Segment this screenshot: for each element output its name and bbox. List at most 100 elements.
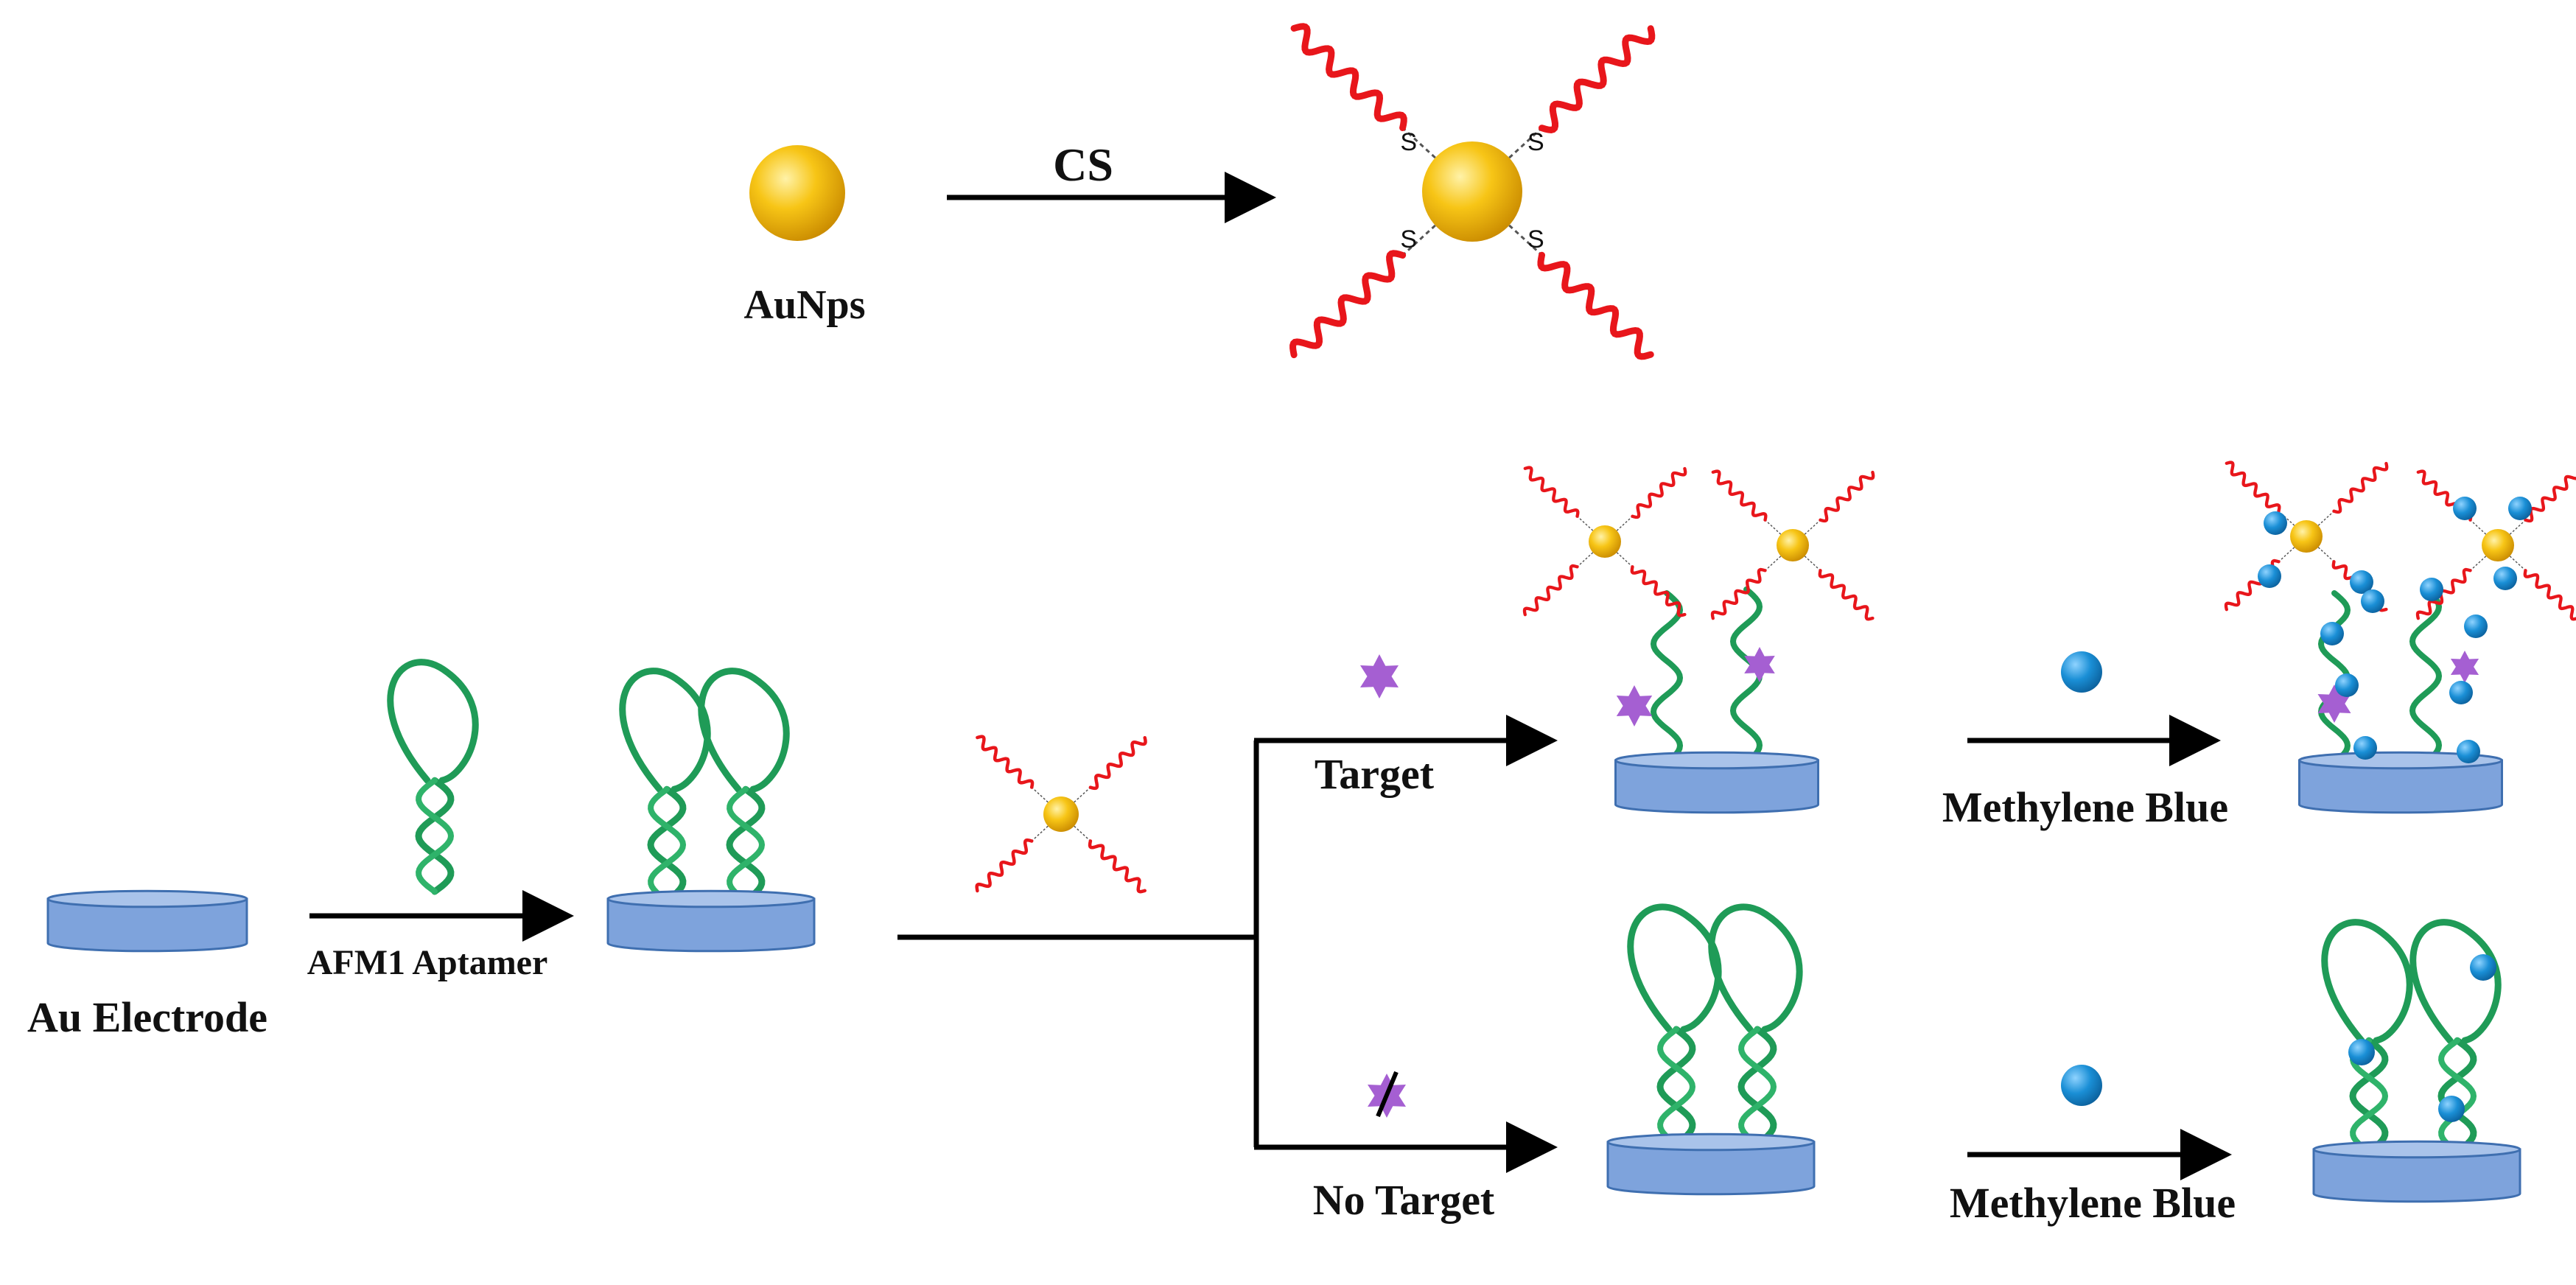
cs-strand: [2524, 475, 2576, 523]
electrode-body: [606, 897, 816, 953]
target-electrode-with-mb: [2224, 461, 2576, 814]
thiol-linker: [1401, 127, 1436, 159]
aunp-core: [1422, 141, 1522, 242]
thiol-linker: [1577, 516, 1594, 531]
thiol-linker: [1508, 224, 1543, 256]
aptamer-open-strand: [1729, 587, 1763, 766]
cs-strand: [1710, 567, 1767, 620]
afm1-target: [1744, 647, 1775, 682]
aptamer-strand: [1737, 1026, 1777, 1148]
cs-strand: [1631, 466, 1687, 519]
methylene-blue-dot: [2449, 681, 2473, 704]
thiol-linker: [2509, 519, 2526, 535]
aptamer-open-strand: [2409, 587, 2443, 766]
aptamer-strand: [648, 786, 687, 903]
methylene-blue-dot: [2258, 564, 2281, 588]
afm1-aptamer-label: AFM1 Aptamer: [307, 943, 548, 982]
target-star: [1360, 654, 1399, 698]
no-target-label: No Target: [1313, 1176, 1495, 1224]
electrode-top: [2298, 751, 2503, 770]
free-aptamer: [387, 659, 479, 895]
aptamer-loop: [387, 659, 479, 784]
methylene-blue-dot: [2453, 497, 2477, 520]
au-electrode-label: Au Electrode: [27, 993, 267, 1041]
thiol-linker: [1074, 787, 1091, 803]
cs-strand: [975, 838, 1034, 893]
aptamer-open-strand: [1650, 590, 1684, 766]
cs-strand: [1818, 569, 1875, 621]
thiol-linker: [1031, 825, 1049, 842]
no-target-star: [1368, 1071, 1406, 1118]
aunp-core: [1777, 529, 1809, 561]
thiol-linker: [1074, 825, 1091, 841]
methylene-blue-dot: [2264, 511, 2287, 535]
blocked-slash: [1376, 1071, 1399, 1118]
cs-strand: [1088, 735, 1147, 791]
methylene-blue-dot: [2353, 736, 2377, 760]
electrode-body: [2312, 1148, 2521, 1203]
electrode-body: [1606, 1141, 1816, 1196]
thiol-linker: [1031, 786, 1049, 803]
cs-strand: [2225, 461, 2281, 513]
cs-strand: [1537, 251, 1654, 360]
aptamer-loop: [1708, 903, 1803, 1033]
methylene-blue-dot: [2320, 622, 2344, 645]
aptamer-loop: [1627, 903, 1722, 1033]
thiol-linker: [2509, 556, 2526, 571]
aptamer-loop: [2409, 919, 2502, 1044]
aunp-cs-conjugate: S S S S: [1289, 23, 1656, 360]
target-bound-electrode: [1522, 466, 1875, 814]
aptamer-strand: [2437, 1037, 2477, 1155]
cs-strand: [1630, 565, 1687, 617]
thiol-linker: [2317, 547, 2334, 562]
afm1-target-star: [1360, 654, 1399, 698]
cs-strand: [1289, 250, 1407, 359]
au-electrode: [46, 889, 248, 953]
electrode-top: [46, 889, 248, 908]
aunp-core: [1043, 796, 1079, 832]
methylene-blue-dot: [2438, 1096, 2465, 1122]
cs-strand: [2523, 569, 2576, 621]
thiol-linker: [1804, 519, 1821, 535]
thiol-linker: [1616, 516, 1633, 531]
cs-strand: [1290, 23, 1407, 131]
aptamer-strand: [647, 785, 687, 904]
sulfur-label: S: [1400, 128, 1417, 156]
electrode-body: [1614, 759, 1819, 814]
aptamer-strand: [416, 777, 455, 894]
sulfur-label: S: [1400, 225, 1417, 253]
aptamer-modified-electrode: [606, 668, 816, 953]
sulfur-label: S: [1527, 225, 1544, 253]
cs-label: CS: [1053, 139, 1113, 191]
aptamer-strand: [727, 786, 766, 903]
aunp-core: [1589, 525, 1621, 558]
thiol-linker: [1401, 224, 1436, 256]
methylene-blue-dot: [2457, 740, 2480, 763]
aunp-particle: [749, 145, 845, 241]
aptamer-strand: [1738, 1026, 1777, 1147]
cs-strand: [1088, 839, 1147, 894]
afm1-target: [1616, 685, 1653, 726]
aptamer-loop: [2321, 919, 2413, 1044]
thiol-linker: [1765, 519, 1782, 535]
branch-connector: [897, 715, 1558, 1173]
target-label: Target: [1315, 750, 1435, 798]
thiol-linker: [2278, 547, 2295, 562]
small-aunp-conjugate: [975, 735, 1147, 894]
electrode-top: [606, 889, 816, 908]
cs-strand: [1523, 466, 1580, 518]
methylene-blue-dot: [2420, 578, 2443, 601]
methylene-blue-label-bottom: Methylene Blue: [1950, 1179, 2236, 1227]
thiol-linker: [2317, 511, 2334, 526]
thiol-linker: [2470, 519, 2487, 535]
no-target-electrode-with-mb: [2312, 919, 2521, 1203]
electrode-top: [1606, 1132, 1816, 1152]
afm1-target: [2450, 651, 2479, 683]
electrode-top: [1614, 751, 1819, 770]
thiol-linker: [1508, 127, 1543, 159]
aptamer-loop: [619, 668, 711, 793]
no-target-electrode: [1606, 903, 1816, 1196]
thiol-linker: [1765, 556, 1782, 571]
sulfur-label: S: [1527, 128, 1544, 156]
methylene-blue-molecule: [2061, 651, 2102, 693]
